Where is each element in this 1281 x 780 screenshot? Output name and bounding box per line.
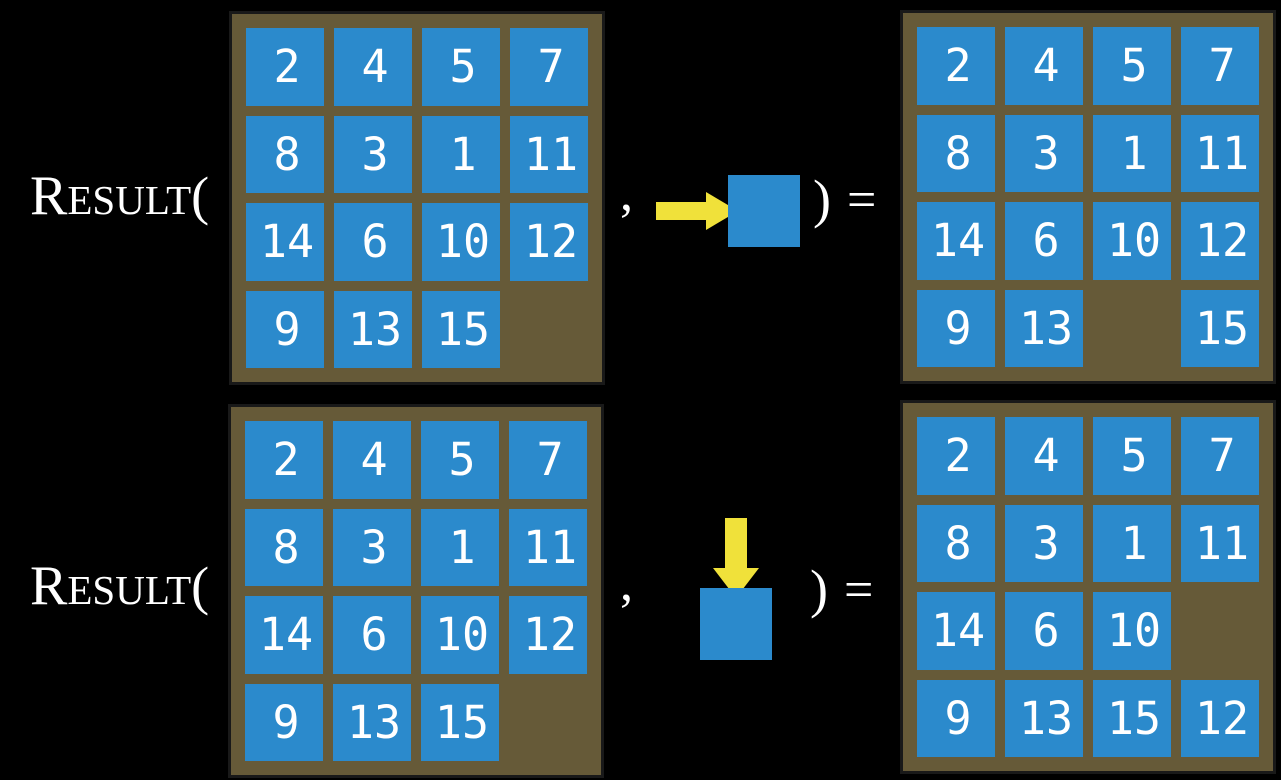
puzzle-tile: 8 [245,508,323,586]
open-paren: ( [191,556,210,616]
equals-sign: = [846,172,877,229]
puzzle-tile: 7 [510,28,588,106]
puzzle-tile: 14 [245,596,323,674]
puzzle-tile: 14 [246,203,324,281]
puzzle-tile: 3 [333,508,411,586]
tile-square [728,175,800,247]
puzzle-tile: 5 [421,421,499,499]
puzzle-tile: 3 [1005,114,1083,192]
puzzle-tile: 6 [1005,592,1083,670]
puzzle-tile: 15 [421,683,499,761]
puzzle-tile: 14 [917,202,995,280]
equals-sign: = [843,562,874,619]
puzzle-tile: 5 [1093,27,1171,105]
puzzle-tile: 2 [245,421,323,499]
puzzle-tile: 7 [1181,27,1259,105]
arrow-right-icon [656,192,738,230]
open-paren: ( [191,166,210,226]
puzzle-tile: 9 [246,290,324,368]
puzzle-tile: 4 [334,28,412,106]
puzzle-tile: 13 [1005,679,1083,757]
puzzle-tile: 4 [1005,417,1083,495]
function-name-initial: R [30,555,68,617]
puzzle-tile: 2 [917,417,995,495]
puzzle-tile: 11 [510,115,588,193]
puzzle-tile: 10 [1093,202,1171,280]
puzzle-tile: 2 [246,28,324,106]
puzzle-tile: 11 [1181,114,1259,192]
puzzle-tile: 10 [1093,592,1171,670]
puzzle-tile: 4 [1005,27,1083,105]
comma-separator: , [620,555,633,612]
close-equals-group: )= [813,172,876,227]
close-paren: ) [810,559,828,619]
blank-slot [1181,592,1259,670]
puzzle-tile: 15 [422,290,500,368]
blank-slot [510,291,588,369]
puzzle-tile: 3 [1005,504,1083,582]
puzzle-tile: 10 [421,596,499,674]
puzzle-tile: 10 [422,203,500,281]
arrow-down-icon [713,518,759,598]
puzzle-tile: 12 [1181,679,1259,757]
result-function-label: RESULT( [30,558,209,614]
puzzle-tile: 1 [421,508,499,586]
puzzle-tile: 8 [917,114,995,192]
function-name-rest: ESULT [67,567,192,613]
puzzle-tile: 9 [917,289,995,367]
puzzle-tile: 8 [246,115,324,193]
puzzle-tile: 12 [509,596,587,674]
result-function-label: RESULT( [30,168,209,224]
puzzle-tile: 7 [509,421,587,499]
puzzle-tile: 6 [1005,202,1083,280]
function-name-initial: R [30,165,68,227]
puzzle-tile: 13 [334,290,412,368]
puzzle-tile: 9 [245,683,323,761]
puzzle-tile: 1 [1093,114,1171,192]
puzzle-tile: 5 [1093,417,1171,495]
puzzle-tile: 11 [1181,504,1259,582]
blank-slot [1093,290,1171,368]
puzzle-tile: 2 [917,27,995,105]
puzzle-tile: 14 [917,592,995,670]
puzzle-tile: 7 [1181,417,1259,495]
puzzle-tile: 13 [1005,289,1083,367]
function-name-rest: ESULT [67,177,192,223]
puzzle-tile: 1 [1093,504,1171,582]
puzzle-tile: 6 [333,596,411,674]
puzzle-tile: 11 [509,508,587,586]
close-paren: ) [813,169,831,229]
puzzle-tile: 15 [1093,679,1171,757]
puzzle-tile: 1 [422,115,500,193]
puzzle-tile: 15 [1181,289,1259,367]
tile-square [700,588,772,660]
puzzle-tile: 4 [333,421,411,499]
puzzle-tile: 6 [334,203,412,281]
comma-separator: , [620,165,633,222]
puzzle-tile: 5 [422,28,500,106]
puzzle-tile: 12 [510,203,588,281]
puzzle-tile: 8 [917,504,995,582]
puzzle-tile: 12 [1181,202,1259,280]
puzzle-tile: 3 [334,115,412,193]
blank-slot [509,684,587,762]
close-equals-group: )= [810,562,873,617]
puzzle-tile: 9 [917,679,995,757]
puzzle-tile: 13 [333,683,411,761]
